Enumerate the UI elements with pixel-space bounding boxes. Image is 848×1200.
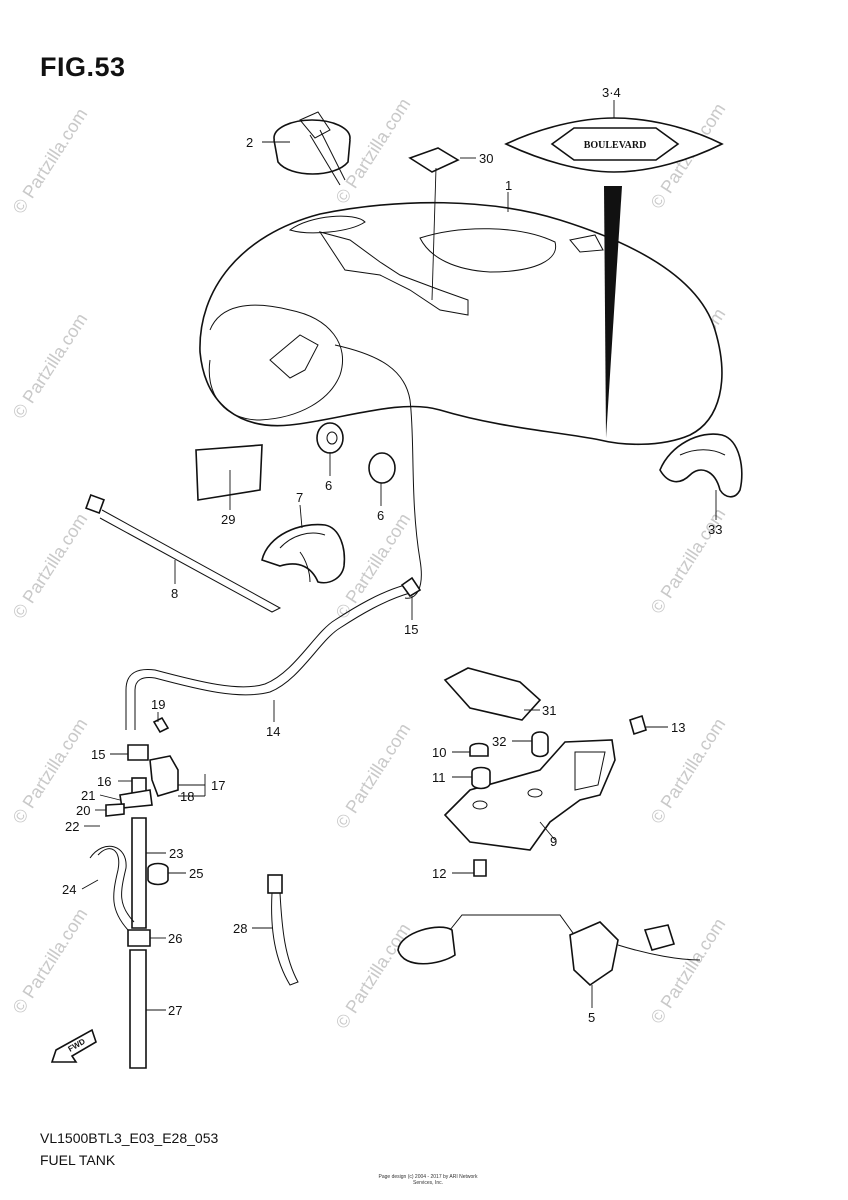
collar-11: [471, 766, 491, 790]
callout-7: 7: [296, 490, 303, 505]
callout-2: 2: [246, 135, 253, 150]
hose-27: [129, 949, 147, 1069]
hose-14-outline: [125, 584, 406, 730]
callout-20: 20: [76, 803, 90, 818]
callout-14: 14: [266, 724, 280, 739]
callout-15a: 15: [404, 622, 418, 637]
callout-26: 26: [168, 931, 182, 946]
callout-6a: 6: [325, 478, 332, 493]
callout-25: 25: [189, 866, 203, 881]
bolt-10: [469, 742, 489, 757]
fuel-level-gauge-5: [397, 914, 701, 987]
watermark-text: © Partzilla.com: [332, 920, 415, 1033]
emblem-stripe: [604, 186, 622, 438]
callout-11: 11: [432, 770, 446, 785]
label-29: [195, 444, 263, 501]
callout-15b: 15: [91, 747, 105, 762]
cushion-31: [443, 667, 542, 721]
callout-3-4: 3·4: [602, 85, 621, 100]
watermark-text: © Partzilla.com: [9, 310, 92, 423]
callout-33: 33: [708, 522, 722, 537]
hose-23: [131, 817, 147, 929]
cushion-6: [316, 422, 396, 484]
callout-32: 32: [492, 734, 506, 749]
bracket-9: [443, 739, 616, 851]
leader-lines: [81, 100, 717, 1011]
callout-22: 22: [65, 819, 79, 834]
figure-title: FIG.53: [40, 52, 126, 82]
copyright-notice: Page design (c) 2004 - 2017 by ARI Netwo…: [378, 1174, 478, 1186]
cushion-7: [261, 523, 346, 584]
callout-28: 28: [233, 921, 247, 936]
cable-tie-28: [267, 874, 299, 986]
callout-31: 31: [542, 703, 556, 718]
label-30: [408, 147, 460, 173]
watermark-text: © Partzilla.com: [332, 720, 415, 833]
callout-23: 23: [169, 846, 183, 861]
forward-arrow: FWD: [50, 1028, 97, 1063]
callout-17: 17: [211, 778, 225, 793]
callout-12: 12: [432, 866, 446, 881]
figure-name: FUEL TANK: [40, 1152, 116, 1168]
watermark-text: © Partzilla.com: [9, 905, 92, 1018]
fuel-tank: [199, 201, 723, 599]
bolt-13: [629, 714, 647, 736]
callout-21: 21: [81, 788, 95, 803]
clamp-15: [400, 576, 422, 598]
callout-16: 16: [97, 774, 111, 789]
watermark-text: © Partzilla.com: [9, 510, 92, 623]
hose-24: [97, 848, 129, 931]
emblem-text: BOULEVARD: [584, 140, 647, 151]
callout-13: 13: [671, 720, 685, 735]
cable-tie-8: [85, 494, 282, 613]
watermark-text: © Partzilla.com: [647, 715, 730, 828]
callout-5: 5: [588, 1010, 595, 1025]
callout-8: 8: [171, 586, 178, 601]
cap-25: [147, 862, 169, 886]
fuel-valve-assembly: [105, 716, 179, 817]
model-code: VL1500BTL3_E03_E28_053: [40, 1130, 219, 1146]
bolt-12: [473, 859, 487, 877]
callout-1: 1: [505, 178, 512, 193]
cushion-32: [531, 731, 549, 758]
callout-24: 24: [62, 882, 76, 897]
callout-27: 27: [168, 1003, 182, 1018]
joint-26: [127, 929, 151, 947]
callout-30: 30: [479, 151, 493, 166]
cushion-33: [659, 433, 743, 498]
callout-19: 19: [151, 697, 165, 712]
callout-29: 29: [221, 512, 235, 527]
boulevard-emblem: BOULEVARD: [504, 117, 724, 438]
watermark-text: © Partzilla.com: [9, 105, 92, 218]
fuel-cap: [273, 111, 351, 186]
hose-14: [134, 592, 411, 730]
hose-24-outline: [89, 845, 135, 923]
callout-labels: 3·4 2 30 1 6 6 29 7 33 8 15 14 19 15 16 …: [62, 85, 722, 1025]
callout-10: 10: [432, 745, 446, 760]
callout-6b: 6: [377, 508, 384, 523]
callout-9: 9: [550, 834, 557, 849]
callout-18: 18: [180, 789, 194, 804]
